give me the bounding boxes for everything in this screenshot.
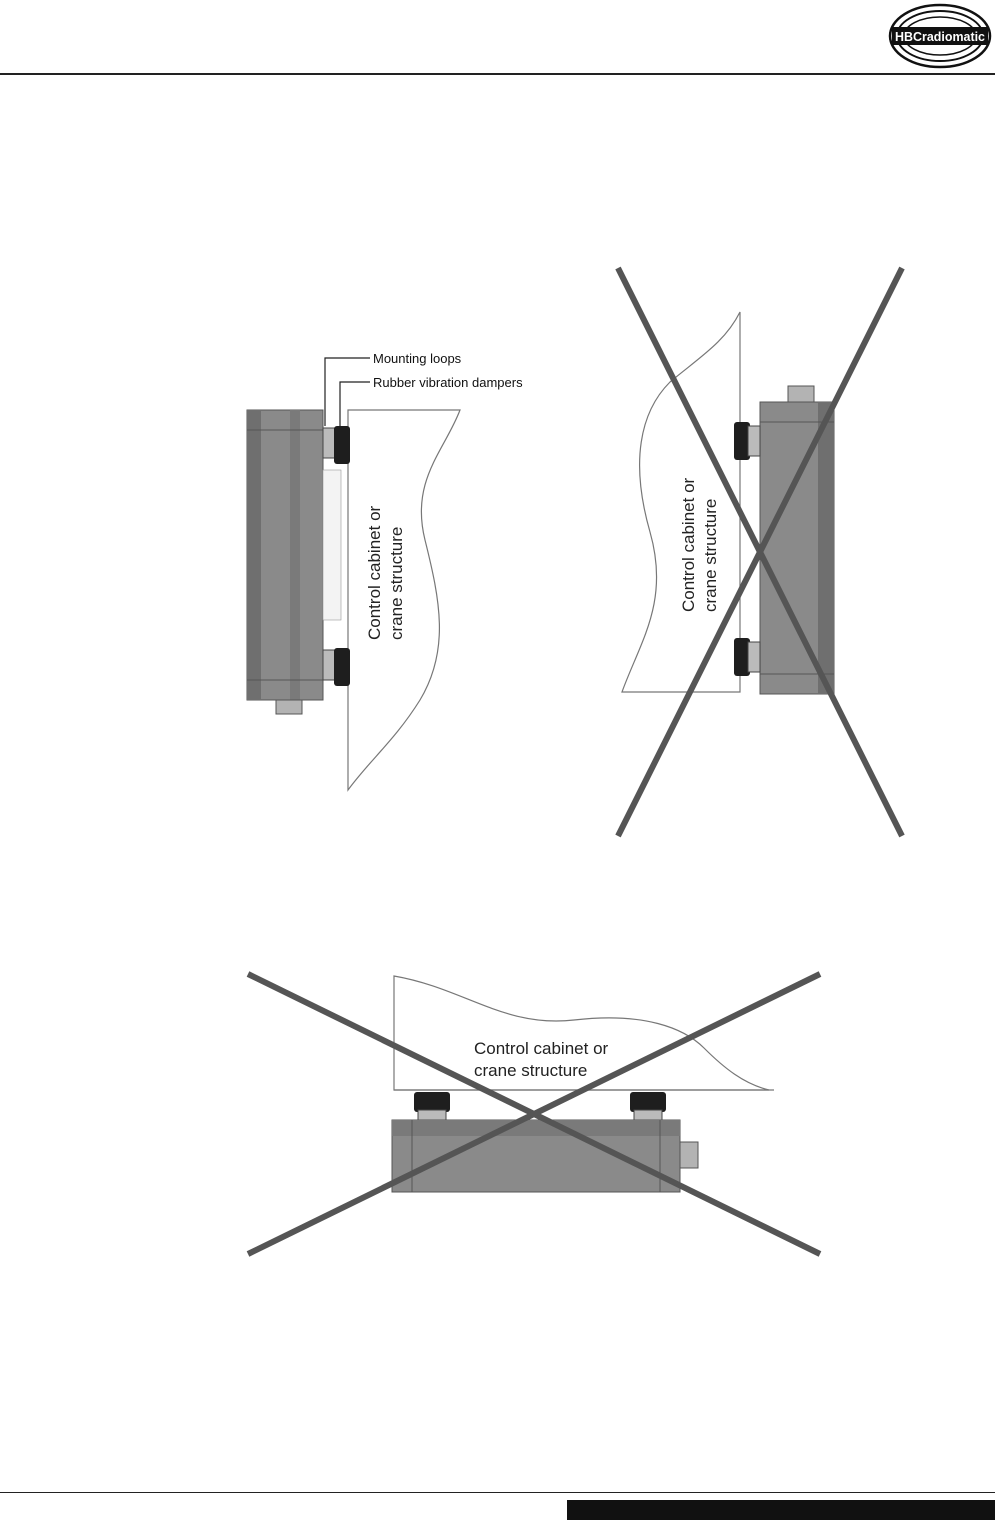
label-mounting-loops: Mounting loops: [373, 351, 462, 366]
hbc-radiomatic-logo: HBCradiomatic: [888, 2, 992, 70]
footer-rule: [0, 1492, 995, 1493]
logo-text: HBCradiomatic: [895, 29, 985, 44]
figure-correct-mounting: Mounting loops Rubber vibration dampers …: [230, 330, 570, 800]
footer-bar: [567, 1500, 995, 1520]
label-structure-line2: crane structure: [701, 499, 720, 612]
header-rule: [0, 73, 995, 75]
figure-wrong-vertical: Control cabinet or crane structure: [610, 262, 910, 842]
label-structure-line2: crane structure: [387, 527, 406, 640]
label-structure-line1: Control cabinet or: [365, 505, 384, 640]
label-structure-line1: Control cabinet or: [679, 477, 698, 612]
figure-wrong-horizontal: Control cabinet or crane structure: [244, 968, 824, 1260]
label-structure-line1: Control cabinet or: [474, 1039, 609, 1058]
label-structure-line2: crane structure: [474, 1061, 587, 1080]
label-rubber-dampers: Rubber vibration dampers: [373, 375, 523, 390]
